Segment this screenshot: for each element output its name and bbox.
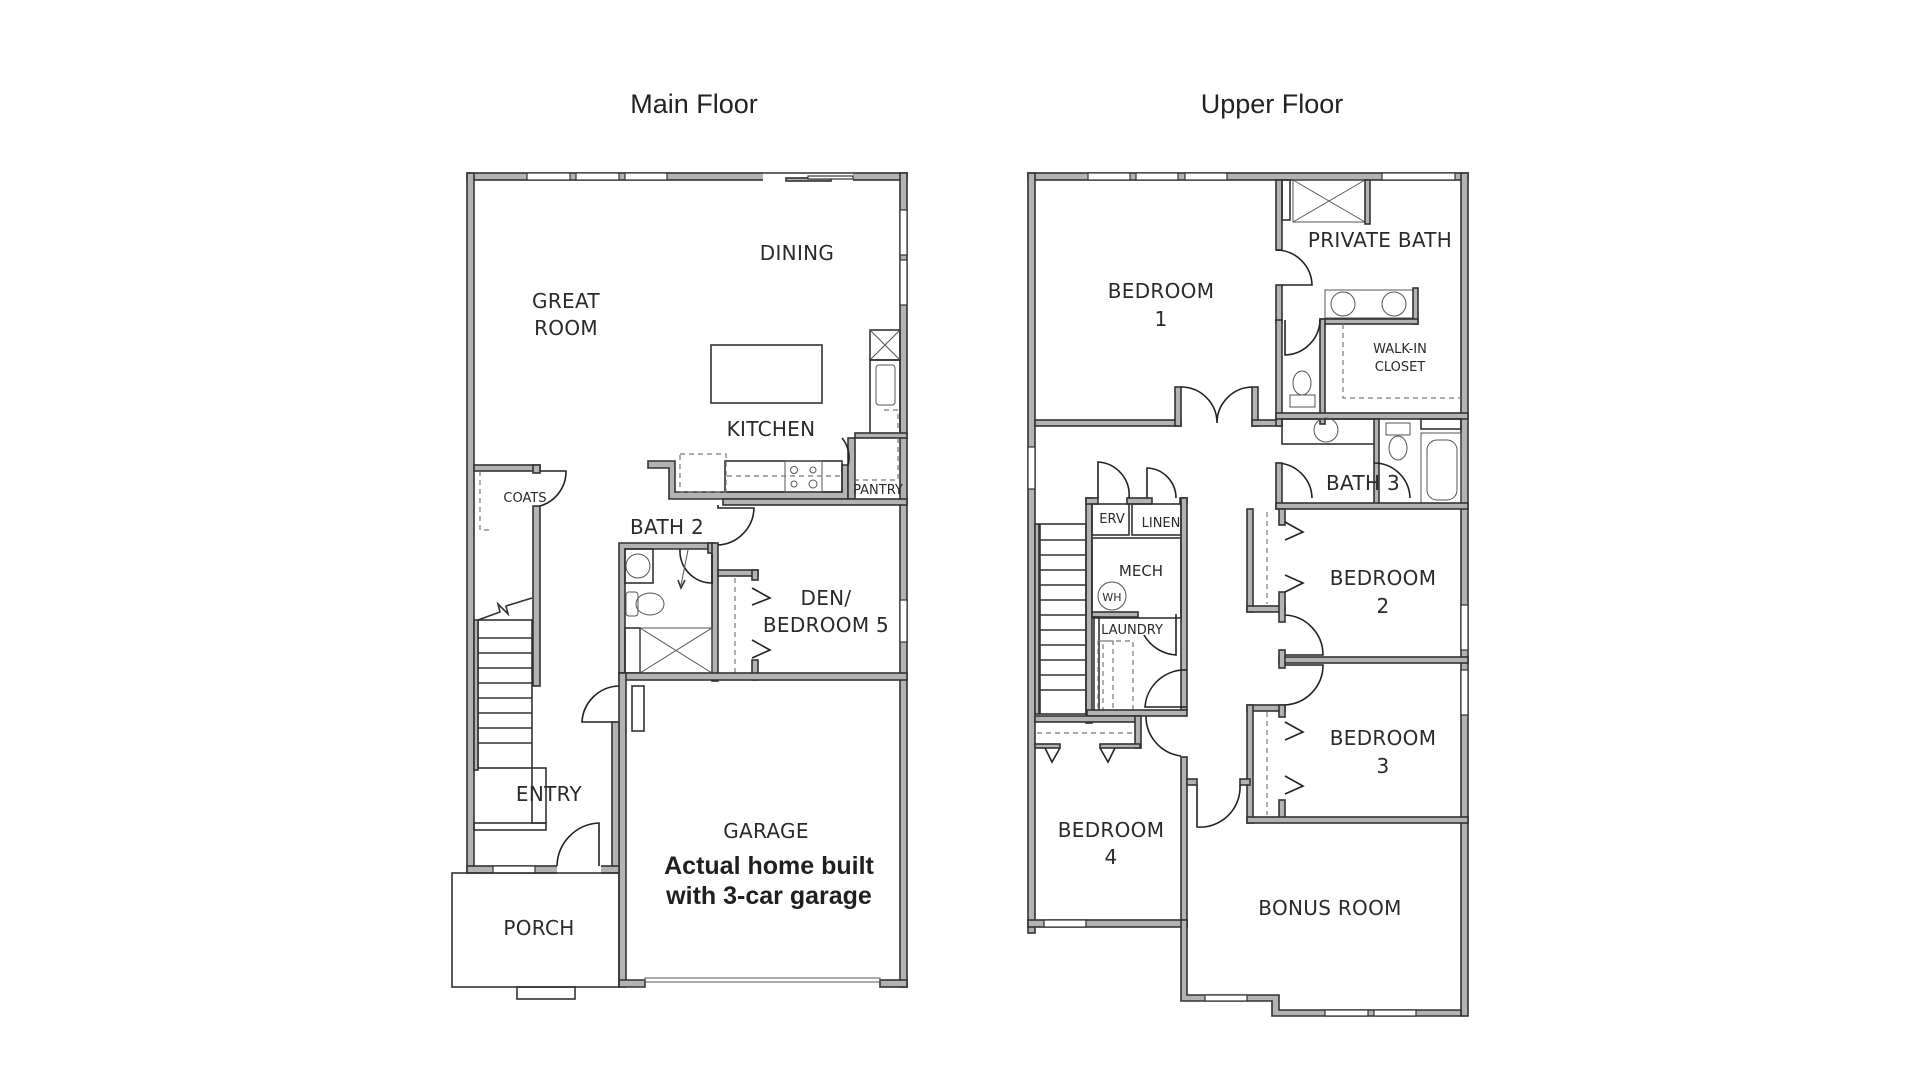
main-floor-plan: GREAT ROOM DINING KITCHEN PANTRY bbox=[451, 171, 908, 1000]
room-label-garage: GARAGE bbox=[723, 819, 809, 843]
room-label-bonus-room: BONUS ROOM bbox=[1258, 896, 1401, 920]
main-left-wall bbox=[466, 172, 475, 874]
sink bbox=[624, 548, 654, 584]
room-label-dining: DINING bbox=[760, 241, 834, 265]
room-label-bedroom-2: 2 bbox=[1376, 594, 1389, 618]
window bbox=[899, 259, 908, 306]
room-label-porch: PORCH bbox=[503, 916, 574, 940]
garage-note: Actual home built bbox=[664, 852, 874, 880]
room-label-walk-in-closet: CLOSET bbox=[1375, 360, 1426, 375]
window bbox=[526, 172, 571, 181]
room-label-den: DEN/ bbox=[801, 586, 852, 610]
dishwasher bbox=[679, 453, 727, 493]
room-label-bedroom-1: 1 bbox=[1154, 307, 1167, 331]
kitchen-island bbox=[710, 344, 823, 404]
sink bbox=[875, 364, 896, 406]
washer-dryer bbox=[1097, 640, 1134, 717]
main-floor-title: Main Floor bbox=[630, 89, 758, 119]
room-label-bedroom-3: BEDROOM bbox=[1330, 726, 1437, 750]
stairs bbox=[473, 597, 547, 831]
water-heater bbox=[1097, 581, 1127, 611]
window bbox=[575, 172, 620, 181]
porch-step bbox=[516, 986, 576, 1000]
room-label-linen: LINEN bbox=[1142, 516, 1181, 531]
room-label-bedroom-3: 3 bbox=[1376, 754, 1389, 778]
kitchen-counter-wall bbox=[647, 460, 849, 500]
room-label-coats: COATS bbox=[503, 491, 546, 506]
sink bbox=[1313, 417, 1339, 443]
room-label-great-room: ROOM bbox=[534, 316, 598, 340]
room-label-kitchen: KITCHEN bbox=[727, 417, 816, 441]
room-label-great-room: GREAT bbox=[532, 289, 600, 313]
room-label-bedroom-2: BEDROOM bbox=[1330, 566, 1437, 590]
toilet bbox=[625, 591, 639, 617]
room-label-den: BEDROOM 5 bbox=[763, 613, 889, 637]
toilet bbox=[1385, 422, 1411, 436]
room-label-laundry: LAUNDRY bbox=[1101, 623, 1163, 638]
room-label-mech: MECH bbox=[1119, 562, 1163, 580]
room-label-bedroom-4: 4 bbox=[1104, 845, 1117, 869]
garage-note: with 3-car garage bbox=[665, 882, 872, 910]
room-label-erv: ERV bbox=[1099, 512, 1125, 527]
room-label-bedroom-1: BEDROOM bbox=[1108, 279, 1215, 303]
room-label-entry: ENTRY bbox=[516, 782, 583, 806]
counter bbox=[724, 460, 843, 493]
window bbox=[899, 209, 908, 256]
room-label-bath-3: BATH 3 bbox=[1326, 471, 1400, 495]
upper-floor-title: Upper Floor bbox=[1201, 89, 1344, 119]
room-label-pantry: PANTRY bbox=[853, 483, 903, 498]
room-label-walk-in-closet: WALK-IN bbox=[1373, 342, 1427, 357]
water-heater-label: WH bbox=[1102, 591, 1121, 604]
upper-floor-plan: BEDROOM 1 PRIVATE BATH WALK-IN CLOSET bbox=[1027, 172, 1469, 1017]
room-label-private-bath: PRIVATE BATH bbox=[1308, 228, 1452, 252]
room-label-bath-2: BATH 2 bbox=[630, 515, 704, 539]
stairs bbox=[1034, 523, 1087, 715]
toilet bbox=[1292, 370, 1312, 396]
window bbox=[624, 172, 668, 181]
room-label-bedroom-4: BEDROOM bbox=[1058, 818, 1165, 842]
